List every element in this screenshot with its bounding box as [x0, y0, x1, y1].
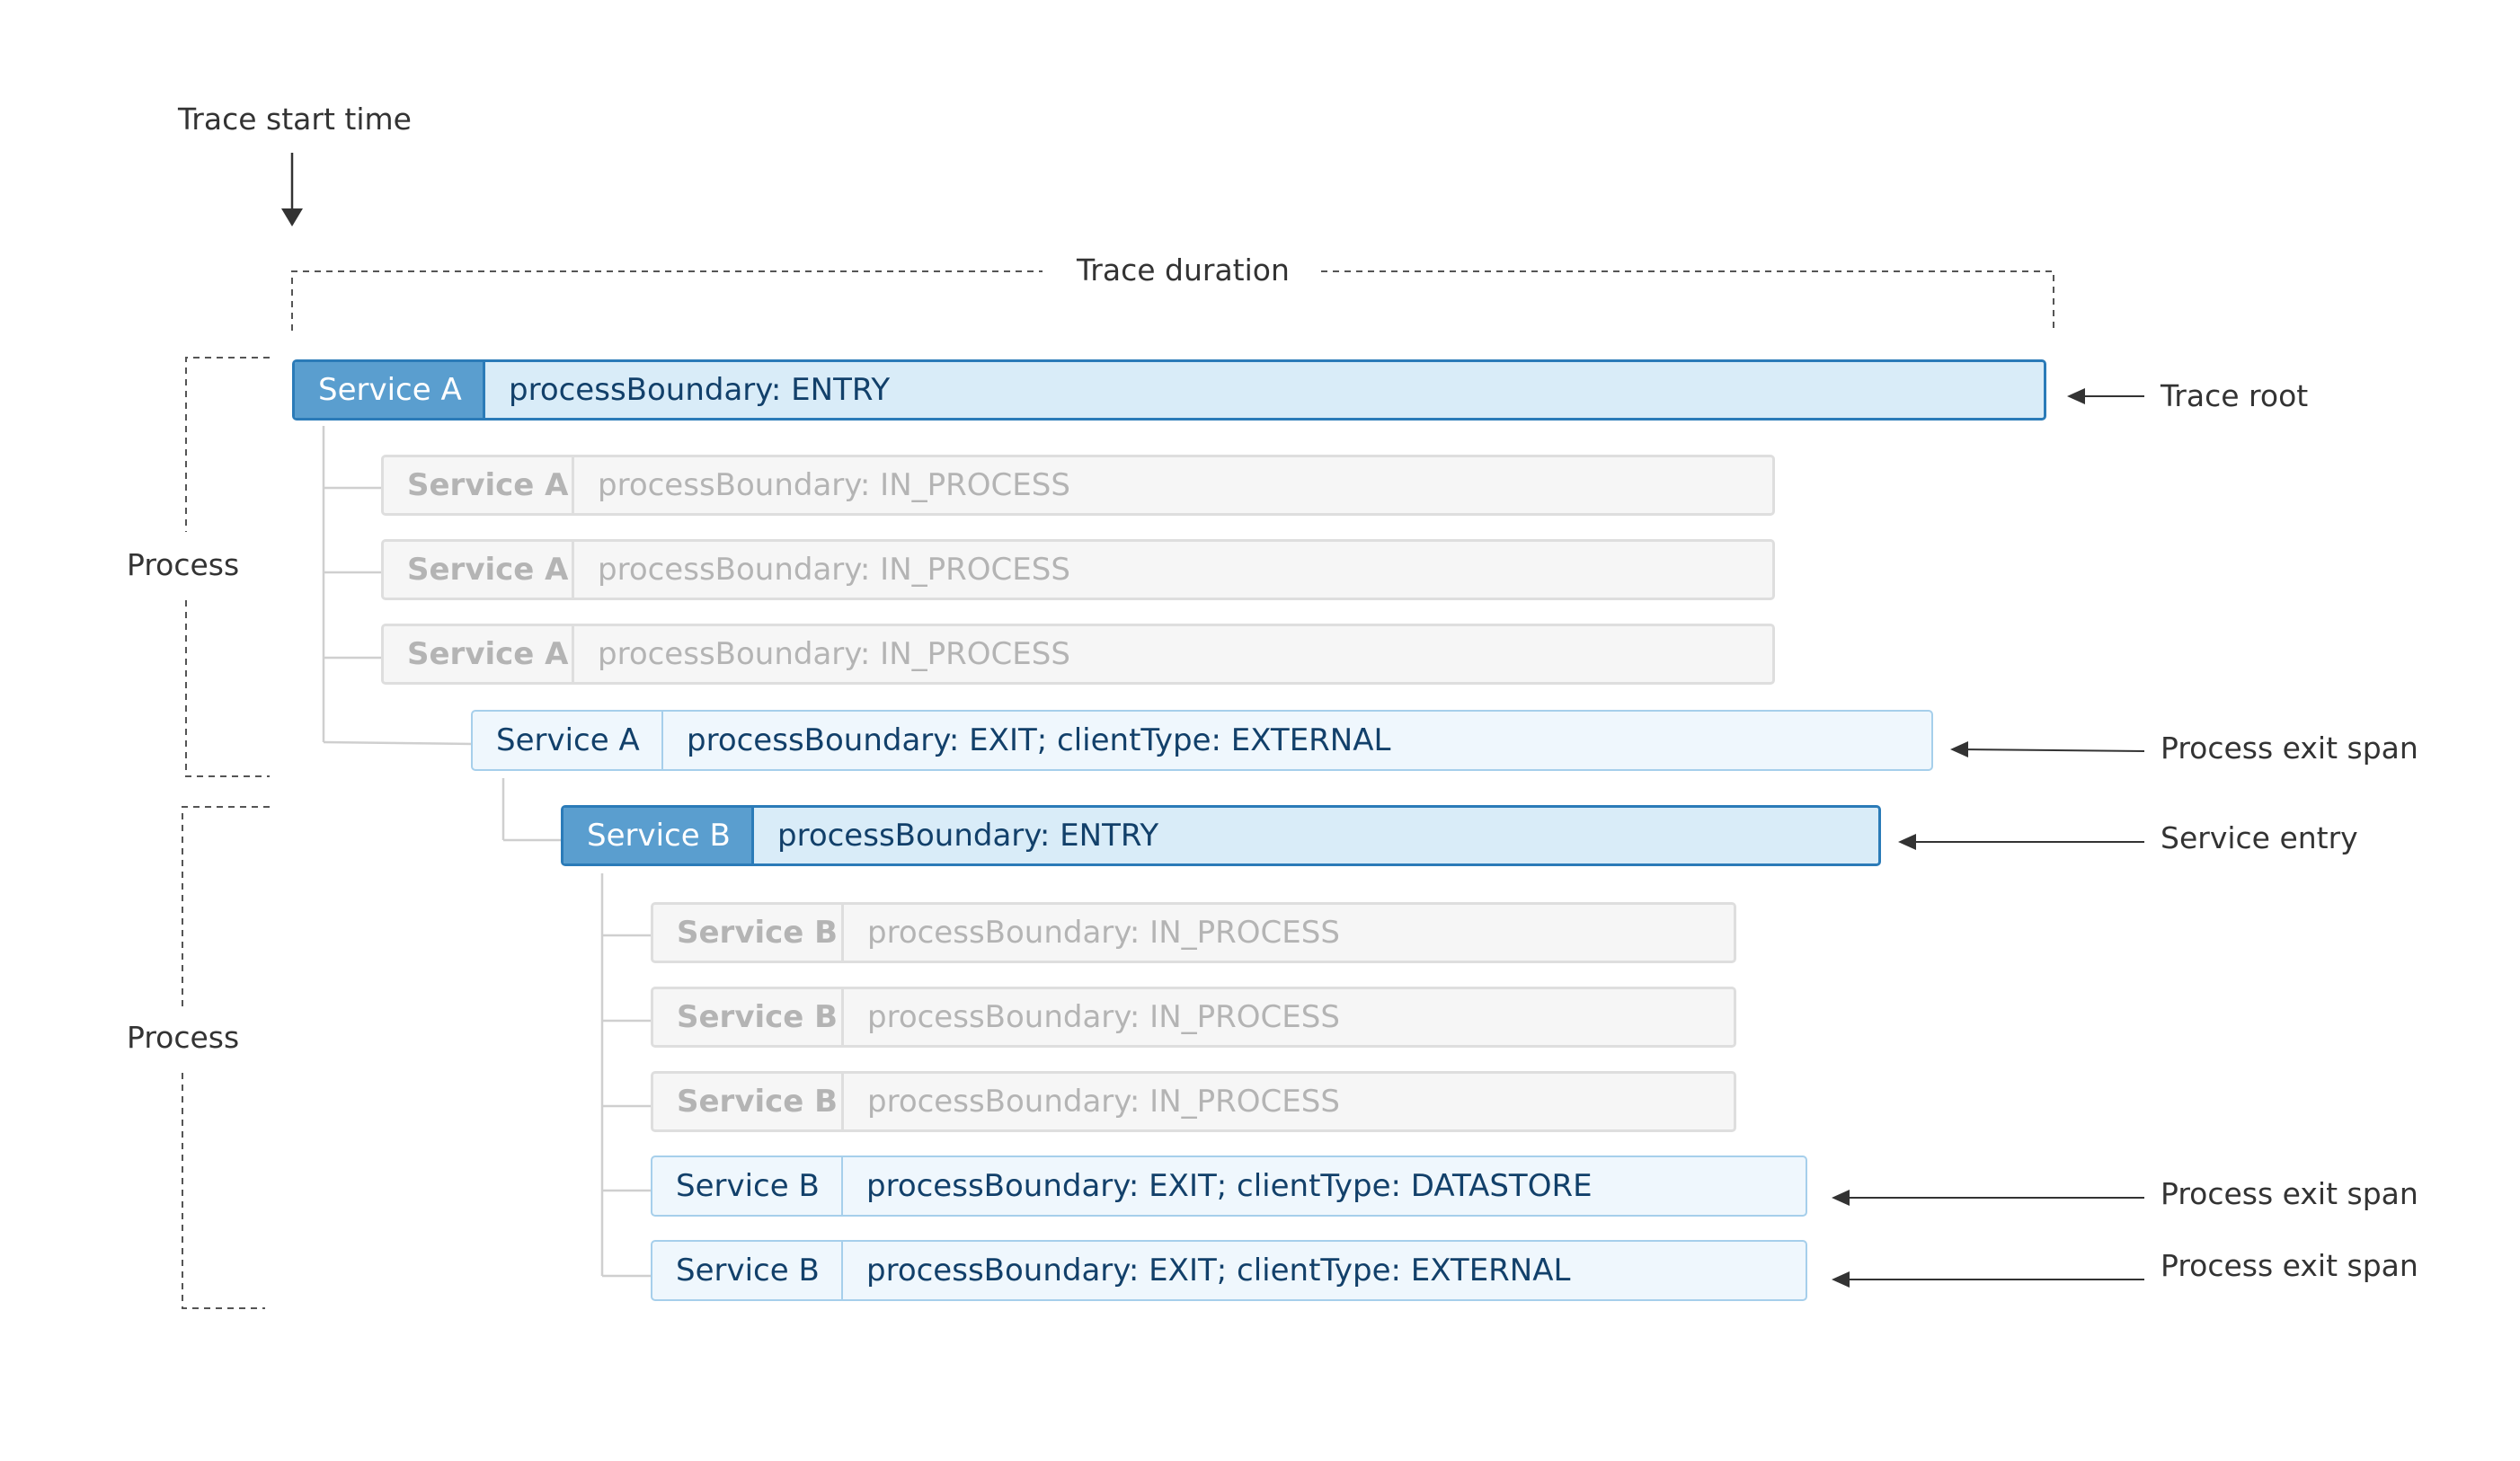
span-description: processBoundary: IN_PROCESS	[867, 915, 1340, 951]
span-service-name: Service B	[563, 808, 754, 863]
span-description: processBoundary: IN_PROCESS	[598, 552, 1070, 588]
span-service-a-in-process-2[interactable]: Service A processBoundary: IN_PROCESS	[381, 539, 1775, 600]
span-description: processBoundary: IN_PROCESS	[598, 636, 1070, 672]
span-service-name: Service A	[384, 457, 574, 513]
process-bracket-a	[185, 357, 270, 777]
trace-start-arrowhead	[281, 208, 303, 226]
span-service-name: Service B	[653, 1074, 844, 1129]
tree-connectors-a	[322, 426, 474, 746]
process-exit-span-label-b-datastore: Process exit span	[2161, 1176, 2418, 1211]
service-entry-label: Service entry	[2161, 820, 2358, 855]
span-service-name: Service A	[473, 712, 663, 769]
span-service-a-in-process-3[interactable]: Service A processBoundary: IN_PROCESS	[381, 624, 1775, 685]
span-description: processBoundary: EXIT; clientType: EXTER…	[866, 1253, 1571, 1288]
span-service-b-entry[interactable]: Service B processBoundary: ENTRY	[561, 805, 1881, 866]
span-service-name: Service B	[652, 1242, 843, 1299]
span-service-b-in-process-2[interactable]: Service B processBoundary: IN_PROCESS	[651, 987, 1736, 1048]
process-exit-span-label-b-external: Process exit span	[2161, 1248, 2418, 1283]
process-label-b: Process	[127, 1020, 240, 1055]
span-description: processBoundary: EXIT; clientType: DATAS…	[866, 1168, 1593, 1204]
span-service-name: Service B	[653, 905, 844, 961]
span-service-name: Service B	[653, 989, 844, 1045]
trace-root-label: Trace root	[2161, 378, 2309, 413]
process-exit-span-label-a: Process exit span	[2161, 730, 2418, 766]
span-service-b-exit-external[interactable]: Service B processBoundary: EXIT; clientT…	[651, 1240, 1807, 1301]
span-description: processBoundary: ENTRY	[509, 372, 891, 408]
span-description: processBoundary: IN_PROCESS	[598, 467, 1070, 503]
span-description: processBoundary: IN_PROCESS	[867, 1084, 1340, 1120]
span-description: processBoundary: ENTRY	[777, 818, 1159, 854]
span-service-b-in-process-1[interactable]: Service B processBoundary: IN_PROCESS	[651, 902, 1736, 963]
span-service-name: Service A	[384, 542, 574, 598]
span-service-a-in-process-1[interactable]: Service A processBoundary: IN_PROCESS	[381, 455, 1775, 516]
process-bracket-b	[182, 806, 270, 1309]
trace-start-time-label: Trace start time	[178, 102, 412, 137]
span-service-name: Service B	[652, 1157, 843, 1215]
span-service-b-in-process-3[interactable]: Service B processBoundary: IN_PROCESS	[651, 1071, 1736, 1132]
annotation-arrows	[1841, 395, 2145, 1280]
span-service-b-exit-datastore[interactable]: Service B processBoundary: EXIT; clientT…	[651, 1156, 1807, 1217]
span-service-a-exit-external[interactable]: Service A processBoundary: EXIT; clientT…	[471, 710, 1933, 771]
trace-duration-label: Trace duration	[1077, 252, 1290, 288]
span-description: processBoundary: IN_PROCESS	[867, 999, 1340, 1035]
tree-connectors-b	[600, 873, 652, 1278]
span-service-name: Service A	[295, 362, 485, 418]
process-label-a: Process	[127, 547, 240, 582]
span-service-a-entry[interactable]: Service A processBoundary: ENTRY	[292, 359, 2046, 421]
trace-duration-bracket	[291, 270, 2054, 331]
annotation-arrowheads	[1832, 388, 2085, 1288]
tree-connectors-handoff	[501, 778, 563, 842]
span-service-name: Service A	[384, 626, 574, 682]
span-description: processBoundary: EXIT; clientType: EXTER…	[687, 722, 1391, 758]
